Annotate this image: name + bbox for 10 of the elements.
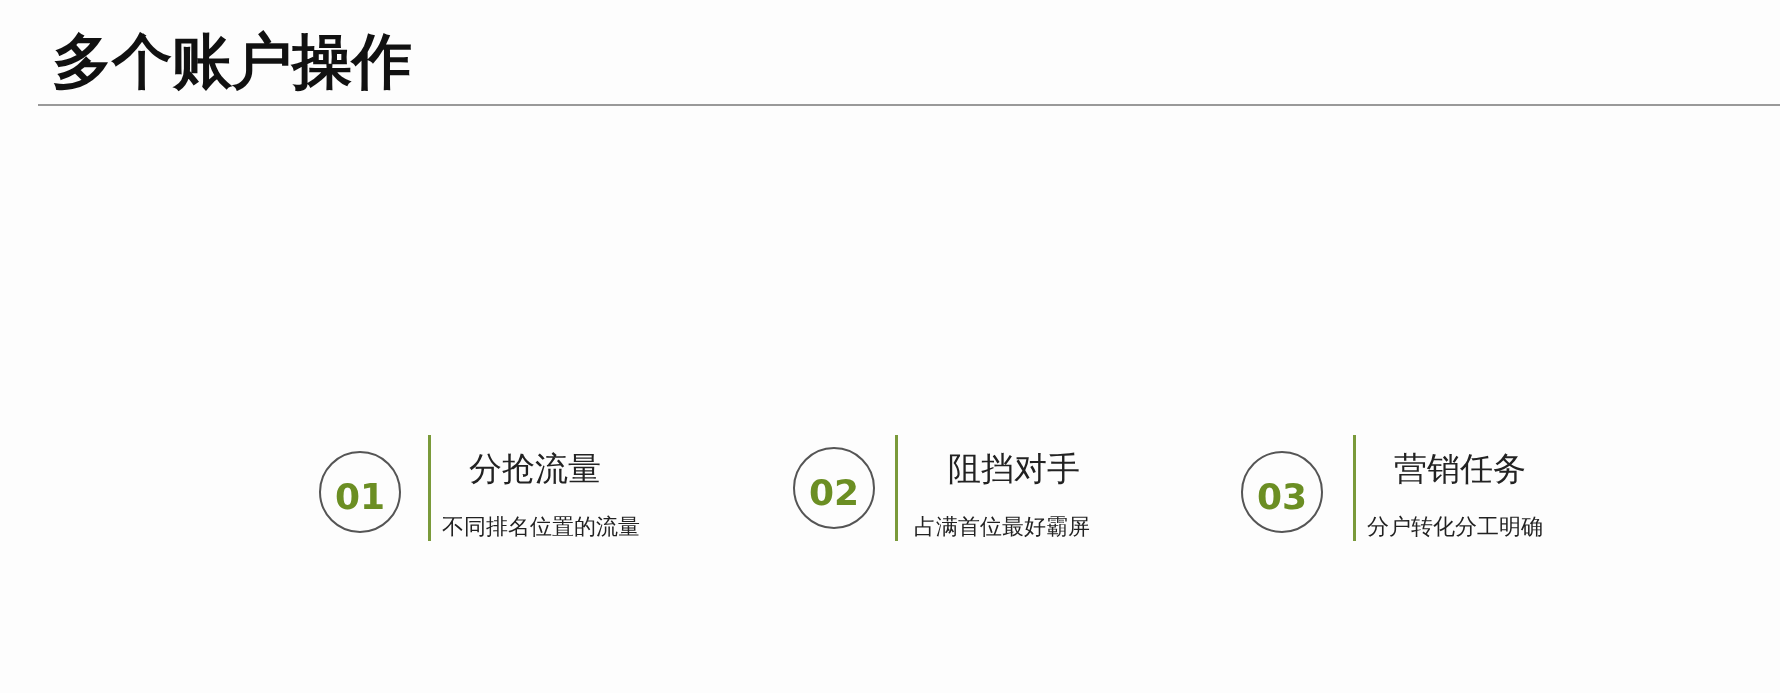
number-circle: 01 [319, 451, 401, 533]
item-heading: 阻挡对手 [948, 448, 1080, 490]
item-heading: 分抢流量 [469, 448, 601, 490]
item-description: 占满首位最好霸屏 [914, 513, 1090, 541]
item-description: 不同排名位置的流量 [442, 513, 640, 541]
item-heading: 营销任务 [1394, 448, 1526, 490]
item-description: 分户转化分工明确 [1367, 513, 1543, 541]
page-title: 多个账户操作 [52, 25, 412, 98]
number-circle: 02 [793, 447, 875, 529]
number-circle: 03 [1241, 451, 1323, 533]
